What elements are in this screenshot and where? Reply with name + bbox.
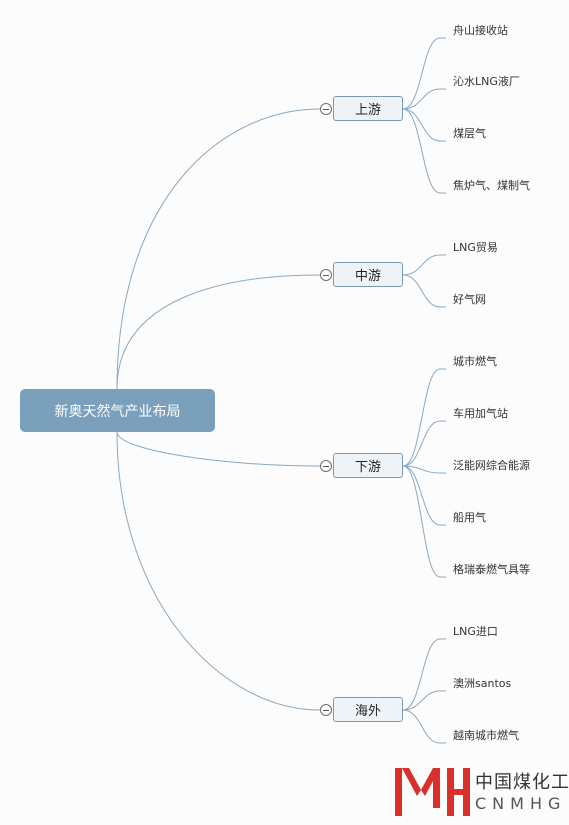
leaf-node[interactable]: 车用加气站 xyxy=(453,407,508,420)
connector-line xyxy=(402,465,441,474)
leaf-node[interactable]: 沁水LNG液厂 xyxy=(453,75,520,88)
leaf-node[interactable]: 泛能网综合能源 xyxy=(453,459,530,472)
root-label: 新奥天然气产业布局 xyxy=(54,403,181,420)
connector-line xyxy=(402,274,441,308)
root-node[interactable]: 新奥天然气产业布局 xyxy=(20,389,215,432)
leaf-node[interactable]: 好气网 xyxy=(453,293,486,306)
logo-name-cn: 中国煤化工 xyxy=(475,772,569,793)
leaf-node[interactable]: 澳洲santos xyxy=(453,677,512,690)
leaf-node[interactable]: LNG贸易 xyxy=(453,241,498,254)
leaf-node[interactable]: 煤层气 xyxy=(453,127,486,140)
branch-node-midstream[interactable]: 中游 xyxy=(333,262,403,287)
collapse-icon[interactable] xyxy=(320,460,332,472)
connector-line xyxy=(402,254,441,276)
leaf-node[interactable]: 越南城市燃气 xyxy=(453,729,519,742)
connector-line xyxy=(402,108,441,142)
leaf-node[interactable]: 格瑞泰燃气具等 xyxy=(453,563,530,576)
connector-line xyxy=(402,709,441,744)
leaf-node[interactable]: 船用气 xyxy=(453,511,486,524)
collapse-icon[interactable] xyxy=(320,704,332,716)
logo-name-en: CNMHG xyxy=(475,794,567,813)
connector-line xyxy=(402,465,441,578)
connector-line xyxy=(116,431,321,711)
connector-line xyxy=(402,465,441,526)
collapse-icon[interactable] xyxy=(320,269,332,281)
branch-label: 海外 xyxy=(354,704,381,719)
connector-line xyxy=(116,274,321,390)
connector-line xyxy=(402,108,441,194)
branch-node-upstream[interactable]: 上游 xyxy=(333,96,403,121)
connector-line xyxy=(402,638,441,711)
branch-node-overseas[interactable]: 海外 xyxy=(333,697,403,722)
branch-node-downstream[interactable]: 下游 xyxy=(333,453,403,478)
connector-line xyxy=(402,368,441,467)
mh-logo-icon xyxy=(395,768,470,816)
connector-line xyxy=(116,108,321,390)
watermark-logo: 中国煤化工 CNMHG xyxy=(393,764,569,821)
leaf-node[interactable]: LNG进口 xyxy=(453,625,498,638)
branch-label: 中游 xyxy=(354,269,381,284)
leaf-node[interactable]: 城市燃气 xyxy=(453,355,497,368)
connector-line xyxy=(402,690,441,711)
connector-line xyxy=(402,88,441,110)
collapse-icon[interactable] xyxy=(320,103,332,115)
connector-line xyxy=(116,431,321,467)
branch-label: 下游 xyxy=(354,460,381,475)
leaf-node[interactable]: 舟山接收站 xyxy=(453,24,508,37)
connector-line xyxy=(402,37,441,110)
leaf-node[interactable]: 焦炉气、煤制气 xyxy=(453,179,530,192)
connector-line xyxy=(402,420,441,467)
branch-label: 上游 xyxy=(354,103,381,118)
